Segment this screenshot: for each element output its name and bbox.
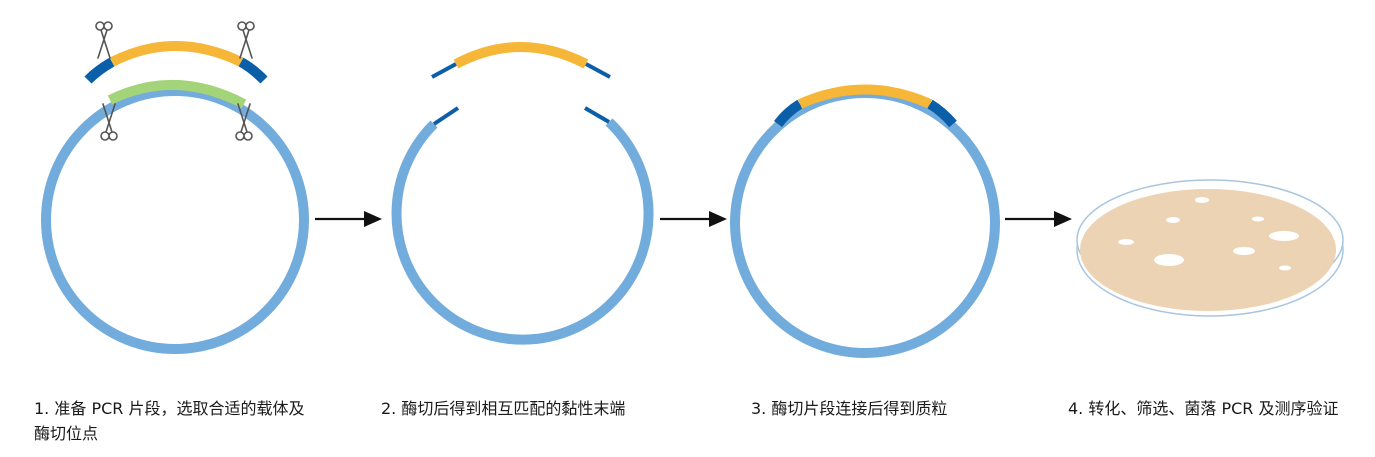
step-3-ligated-plasmid	[730, 84, 1000, 358]
colony-icon	[1195, 197, 1209, 203]
insert-sticky-end-right	[238, 57, 268, 84]
colony-icon	[1233, 247, 1255, 255]
colony-icon	[1279, 265, 1291, 271]
colony-icon	[1118, 239, 1134, 245]
step-2-sticky-ends	[391, 42, 654, 345]
recombinant-plasmid	[730, 88, 1000, 358]
vector-cut-region	[107, 79, 247, 109]
arrow-right-icon	[660, 211, 727, 227]
digested-insert-fragment	[453, 42, 589, 69]
plasmid-vector	[41, 86, 309, 354]
colony-icon	[1252, 216, 1264, 222]
linearized-vector	[391, 118, 654, 345]
agar-medium	[1080, 189, 1336, 311]
insert-sticky-end-right	[585, 62, 611, 79]
step-2-caption: 2. 酶切后得到相互匹配的黏性末端	[381, 399, 626, 418]
insert-sticky-end-left	[431, 62, 457, 79]
step-4-petri-dish	[1076, 179, 1344, 317]
colony-icon	[1269, 231, 1299, 241]
ligated-junction-right	[927, 99, 957, 128]
colony-icon	[1166, 217, 1180, 223]
step-4-caption: 4. 转化、筛选、菌落 PCR 及测序验证	[1068, 399, 1339, 418]
vector-sticky-end-right	[583, 106, 611, 124]
step-1-prepare-fragment	[41, 21, 309, 354]
arrow-right-icon	[1005, 211, 1072, 227]
scissors-icon	[95, 21, 113, 59]
colony-icon	[1154, 254, 1184, 266]
vector-sticky-end-left	[432, 106, 460, 126]
ligated-junction-left	[774, 99, 803, 128]
step-1-caption: 1. 准备 PCR 片段，选取合适的载体及酶切位点	[34, 399, 305, 443]
pcr-insert-fragment	[109, 41, 244, 67]
arrow-right-icon	[315, 211, 382, 227]
insert-sticky-end-left	[84, 57, 115, 84]
scissors-icon	[237, 21, 255, 59]
step-3-caption: 3. 酶切片段连接后得到质粒	[751, 399, 948, 418]
ligated-insert	[797, 84, 933, 109]
